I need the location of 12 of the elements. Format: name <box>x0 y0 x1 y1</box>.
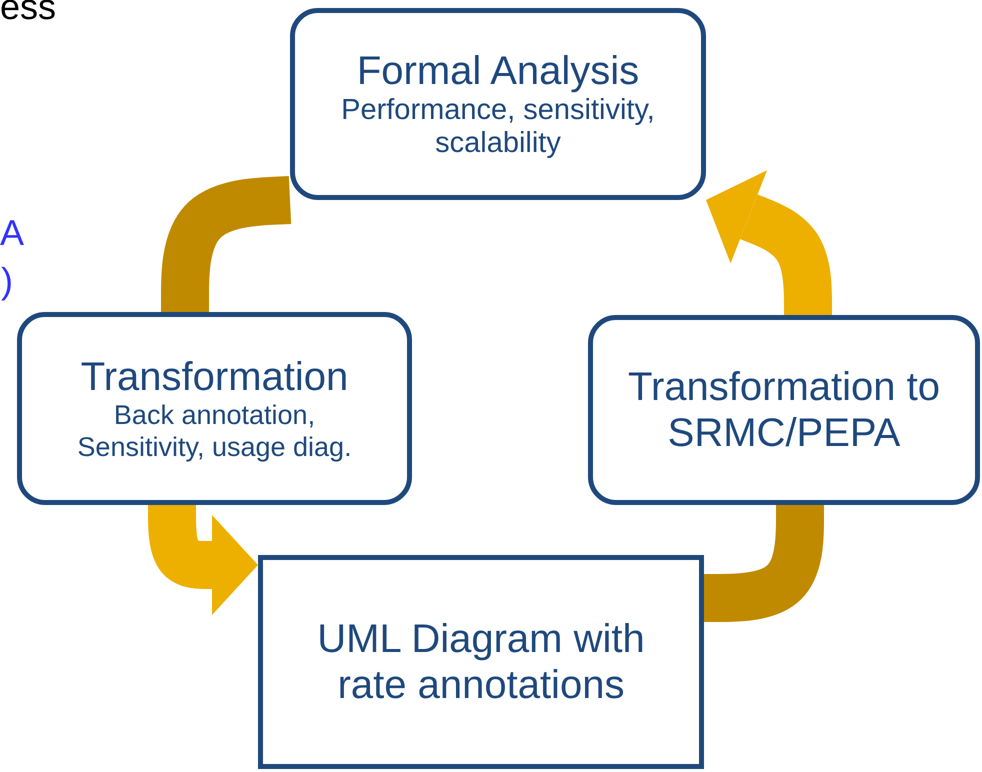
process-box <box>258 555 704 769</box>
node-text: Back annotation, Sensitivity, usage diag. <box>76 400 353 463</box>
node-text: Performance, sensitivity, scalability <box>340 94 656 160</box>
rounded-box <box>588 315 980 505</box>
node-title: Formal Analysis <box>356 48 640 94</box>
node-title: UML Diagram with rate annotations <box>316 616 646 708</box>
rounded-box <box>17 312 412 505</box>
node-title: Transformation to SRMC/PEPA <box>627 364 941 456</box>
text-fragment: ) <box>1 260 13 302</box>
node-title: Transformation <box>80 354 348 400</box>
text-fragment: A <box>0 212 24 254</box>
rounded-box <box>290 8 706 200</box>
